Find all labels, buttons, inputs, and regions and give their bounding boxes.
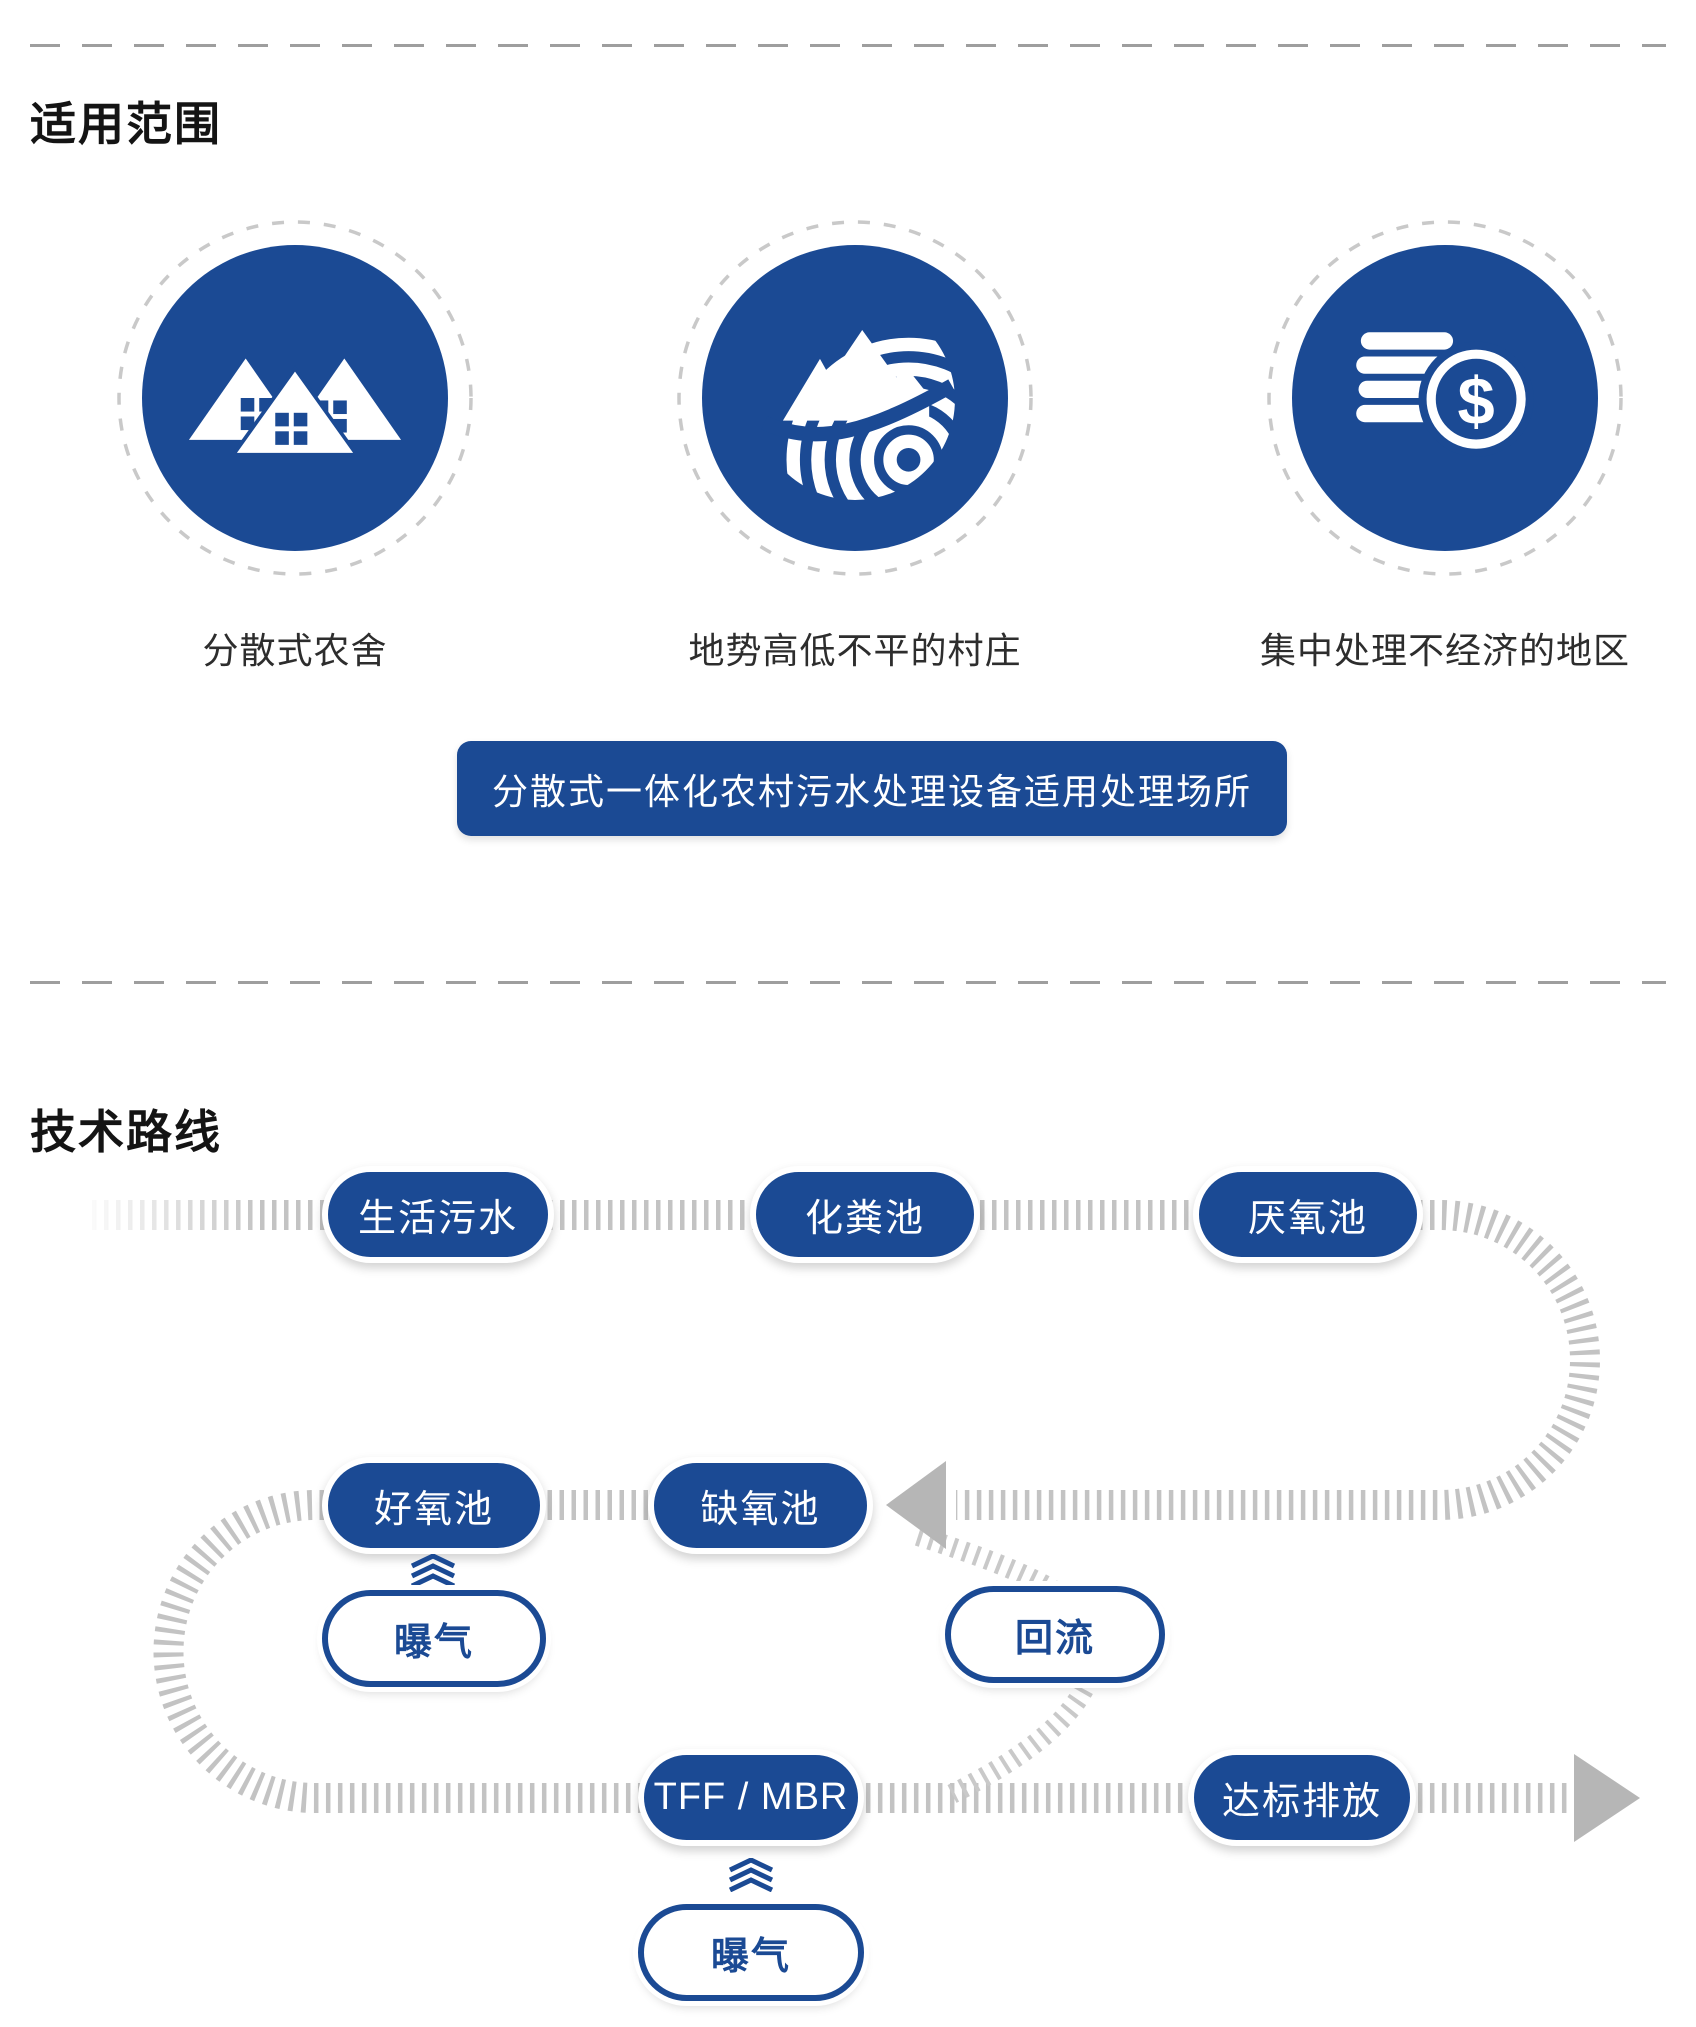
village-houses-icon (188, 358, 402, 457)
scope-item-terrain: 地势高低不平的村庄 (675, 218, 1035, 671)
icon-disc (142, 245, 448, 551)
icon-disc (702, 245, 1008, 551)
divider-top (30, 44, 1666, 47)
node-aeration-1: 曝气 (322, 1590, 546, 1687)
route-section-title: 技术路线 (30, 1106, 222, 1158)
node-aerobic: 好氧池 (322, 1457, 546, 1554)
flow-curve-right (956, 1200, 1600, 1520)
dashed-ring (1267, 220, 1623, 576)
scope-item-label: 分散式农舍 (202, 630, 388, 671)
coins-dollar-icon: $ (1356, 332, 1534, 457)
dashed-ring (677, 220, 1033, 576)
dashed-ring (117, 220, 473, 576)
arrow-right-icon (1574, 1754, 1640, 1842)
scope-item-houses: 分散式农舍 (115, 218, 475, 671)
aeration-chevrons-icon (410, 1554, 456, 1588)
node-membrane: TFF / MBR (638, 1749, 864, 1846)
node-sewage: 生活污水 (322, 1166, 554, 1263)
flow-curve-left (153, 1490, 1572, 1813)
uneven-terrain-icon (761, 330, 955, 500)
node-anoxic: 缺氧池 (648, 1457, 873, 1554)
dollar-glyph: $ (1458, 364, 1495, 439)
node-anaerobic: 厌氧池 (1193, 1166, 1423, 1263)
divider-middle (30, 981, 1666, 984)
scope-banner: 分散式一体化农村污水处理设备适用处理场所 (457, 741, 1287, 836)
aeration-chevrons-icon (728, 1858, 774, 1892)
node-aeration-2: 曝气 (638, 1904, 864, 2001)
scope-section-title: 适用范围 (30, 98, 222, 150)
node-discharge: 达标排放 (1188, 1749, 1416, 1846)
track-fade (62, 1196, 262, 1236)
node-septic: 化粪池 (750, 1166, 980, 1263)
scope-item-label: 集中处理不经济的地区 (1259, 630, 1630, 671)
icon-disc: $ (1292, 245, 1598, 551)
arrow-left-icon (886, 1461, 946, 1549)
scope-item-economy: $ 集中处理不经济的地区 (1260, 218, 1629, 671)
node-reflux: 回流 (945, 1586, 1165, 1683)
scope-item-label: 地势高低不平的村庄 (688, 630, 1022, 671)
